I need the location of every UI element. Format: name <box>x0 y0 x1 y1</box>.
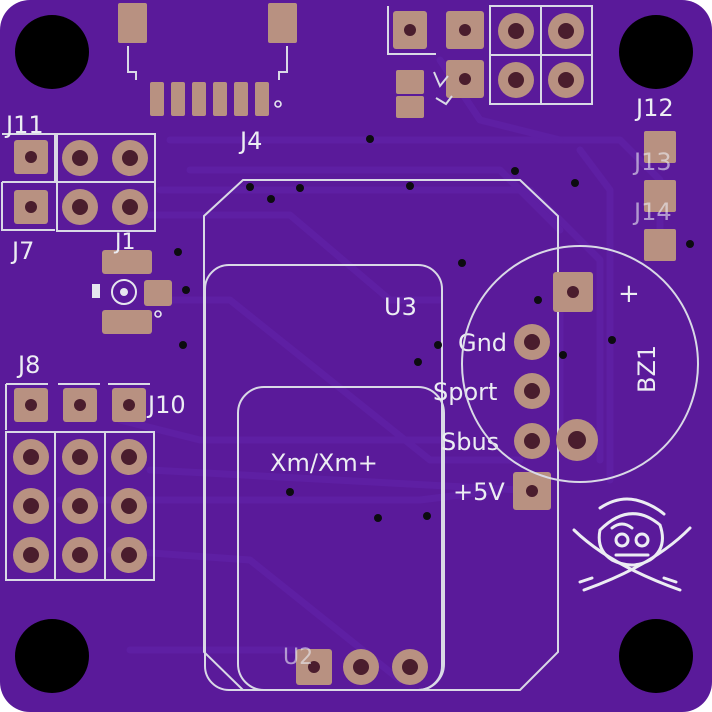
label-j4: J4 <box>238 127 262 155</box>
header-top-right[interactable] <box>387 5 593 118</box>
j4-tab-right <box>268 3 297 43</box>
j12-pad <box>644 131 676 163</box>
j4-pin <box>234 82 248 116</box>
label-5v: +5V <box>453 478 505 506</box>
u2-outline <box>237 386 445 691</box>
j4-pin <box>171 82 185 116</box>
j11-drill <box>25 151 37 163</box>
j4-tab-left <box>118 3 147 43</box>
label-j12: J12 <box>634 94 674 122</box>
receiver-pins[interactable]: Gnd Sport Sbus +5V <box>433 324 551 510</box>
smd-pad <box>396 70 424 94</box>
traces <box>56 56 664 684</box>
connector-j4[interactable]: J4 <box>118 3 297 155</box>
label-j1: J1 <box>113 230 136 255</box>
connector-j1[interactable]: J1 <box>92 230 172 334</box>
vias <box>174 135 694 522</box>
mounting-hole-top-left <box>15 15 89 89</box>
j4-pin <box>150 82 164 116</box>
label-j11: J11 <box>4 111 44 139</box>
label-j14: J14 <box>632 198 672 226</box>
mounting-hole-bottom-right <box>619 619 693 693</box>
pirate-skull-crossed-swords-icon <box>572 497 692 592</box>
label-bz1: BZ1 <box>633 345 661 393</box>
connector-j8-j10[interactable]: J8 J10 <box>5 351 186 581</box>
j1-pad-center <box>144 280 172 306</box>
j4-pin <box>192 82 206 116</box>
component-u2[interactable]: U2 <box>283 645 428 685</box>
mounting-hole-bottom-left <box>15 619 89 693</box>
label-j13: J13 <box>632 148 672 176</box>
label-u2: U2 <box>283 645 313 670</box>
label-sbus: Sbus <box>441 428 499 456</box>
label-xm: Xm/Xm+ <box>270 449 378 477</box>
label-bz-plus: + <box>618 279 640 309</box>
pads-j12-j14[interactable]: J12 J13 J14 <box>632 94 676 261</box>
j1-pad-bottom <box>102 310 152 334</box>
mounting-hole-top-right <box>619 15 693 89</box>
label-j7: J7 <box>10 237 34 265</box>
j13-pad <box>644 180 676 212</box>
bz1-outline <box>461 245 699 483</box>
label-j10: J10 <box>146 391 186 419</box>
smd-pad <box>396 96 424 118</box>
connector-j11-j7[interactable]: J11 J7 <box>1 111 156 265</box>
buzzer-bz1[interactable]: + BZ1 <box>461 245 699 483</box>
j7-drill <box>25 201 37 213</box>
j14-pad <box>644 229 676 261</box>
label-j8: J8 <box>16 351 40 379</box>
module-u3[interactable]: U3 Xm/Xm+ <box>203 179 559 691</box>
j4-pin <box>255 82 269 116</box>
label-u3: U3 <box>384 293 417 321</box>
j4-pin <box>213 82 227 116</box>
j1-pad-top <box>102 250 152 274</box>
